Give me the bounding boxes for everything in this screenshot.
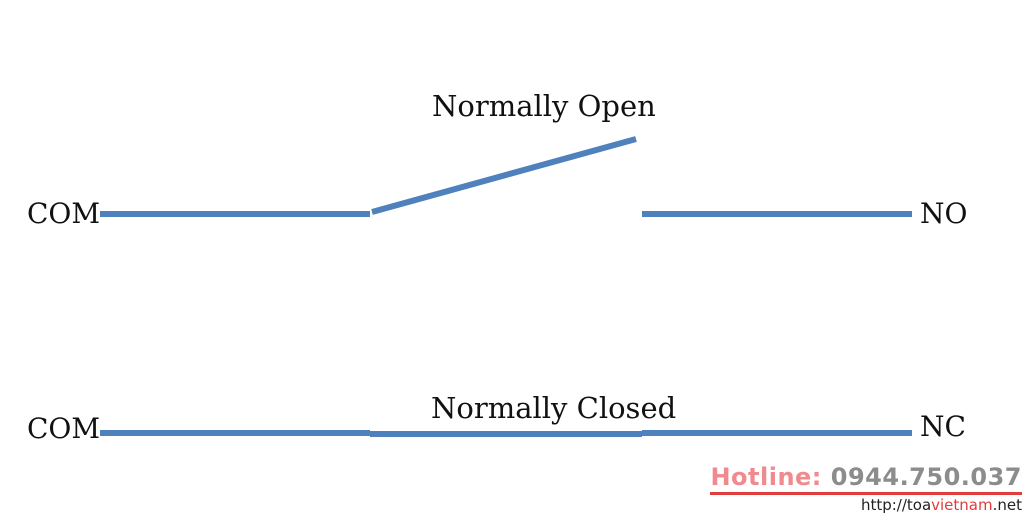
- hotline-phone: 0944.750.037: [830, 463, 1022, 491]
- normally-open-title: Normally Open: [432, 89, 656, 123]
- normally-closed-title: Normally Closed: [431, 391, 677, 425]
- watermark-url[interactable]: http://toavietnam.net: [710, 497, 1022, 514]
- url-mid: vietnam: [931, 496, 993, 514]
- no-com-label: COM: [27, 197, 101, 230]
- hotline-label: Hotline:: [710, 463, 822, 491]
- no-switch-lever: [371, 136, 637, 215]
- no-terminal-label: NO: [920, 197, 968, 230]
- watermark-divider: [710, 492, 1022, 495]
- watermark-hotline: Hotline: 0944.750.037: [710, 465, 1022, 489]
- nc-com-label: COM: [27, 412, 101, 445]
- url-prefix: http://toa: [860, 496, 932, 514]
- watermark: Hotline: 0944.750.037 http://toavietnam.…: [710, 465, 1022, 514]
- nc-terminal-label: NC: [920, 410, 966, 443]
- url-suffix: .net: [992, 496, 1022, 514]
